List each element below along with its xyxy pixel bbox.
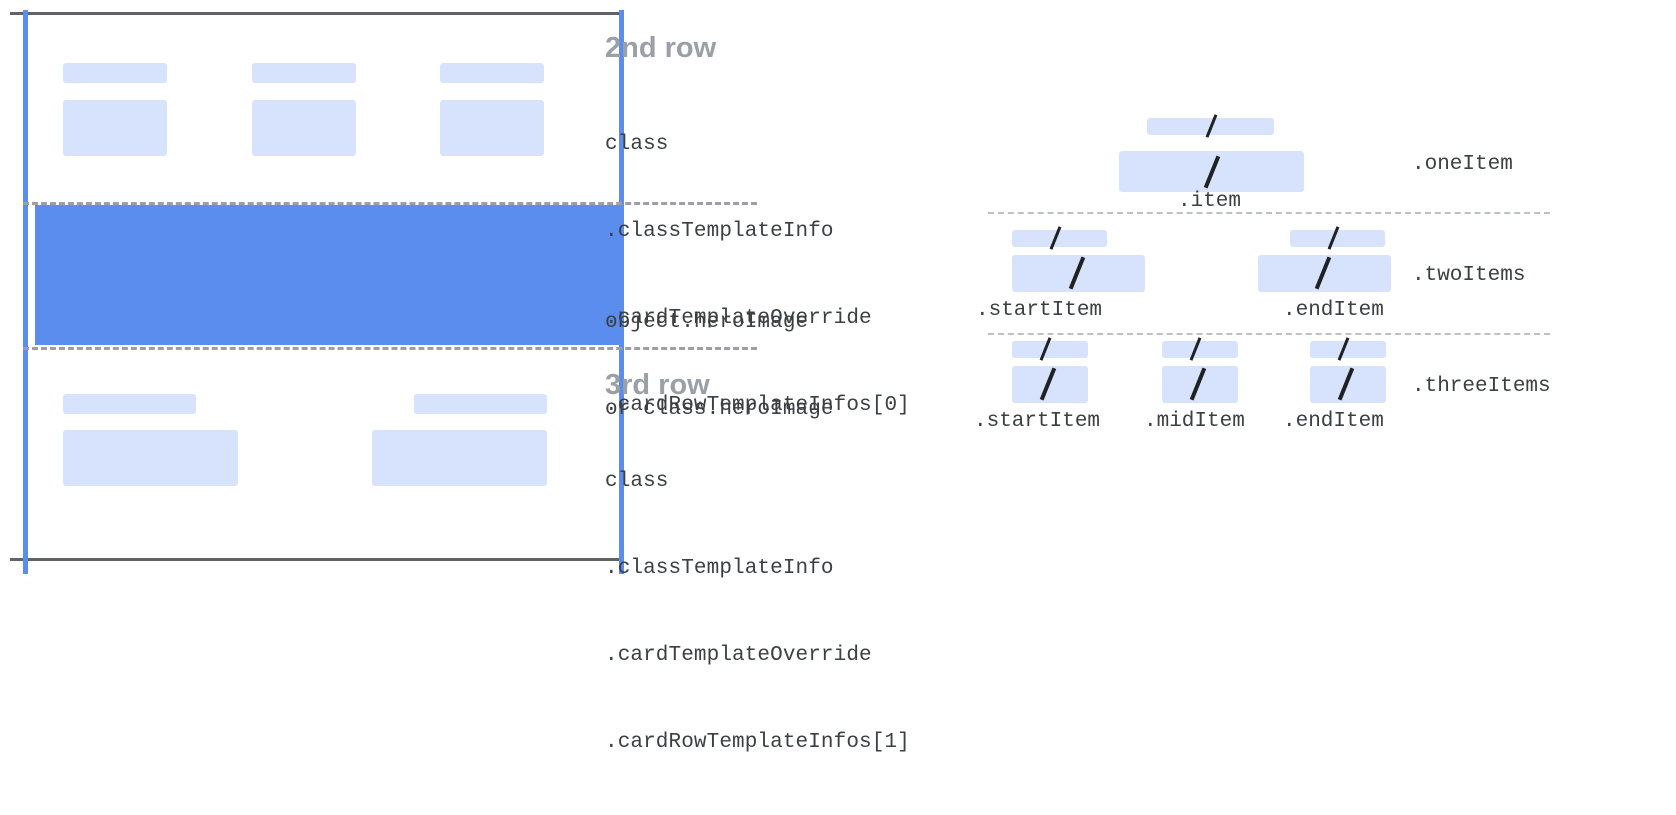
hero-image-code-line-1: object.heroImage [605,311,809,334]
third-row-code-line-3: .cardTemplateOverride [605,644,872,667]
three-items-start-label-chip [1012,341,1088,358]
card-bottom-border [10,558,624,561]
row1-col1-value-chip [63,100,167,156]
second-row-code: class .classTemplateInfo .cardTemplateOv… [605,72,910,478]
second-row-annotation: 2nd row class .classTemplateInfo .cardTe… [605,32,910,478]
divider-two-three-items [988,333,1550,335]
card-row-template-diagram [0,0,757,584]
row2-col1-label-chip [63,394,196,414]
second-row-title: 2nd row [605,32,717,64]
row1-col2-value-chip [252,100,356,156]
three-items-mid-caption: .midItem [1144,410,1245,433]
hero-image-annotation: object.heroImage or class.heroImage [605,250,834,482]
row2-col1-value-chip [63,430,238,486]
second-row-code-line-2: .classTemplateInfo [605,220,834,243]
two-items-start-caption: .startItem [976,299,1103,322]
hero-image-band [35,205,619,345]
row1-col1-label-chip [63,63,167,83]
two-items-group-label: .twoItems [1412,264,1526,287]
two-items-end-caption: .endItem [1283,299,1384,322]
second-row-code-line-4: .cardRowTemplateInfos[0] [605,394,910,417]
third-row-annotation: 3rd row class .classTemplateInfo .cardTe… [605,369,910,815]
row1-col2-label-chip [252,63,356,83]
three-items-start-caption: .startItem [974,410,1101,433]
divider-above-hero [23,202,757,205]
row1-col3-value-chip [440,100,544,156]
row2-col2-label-chip [414,394,547,414]
three-items-mid-label-chip [1162,341,1238,358]
row2-col2-value-chip [372,430,547,486]
row-item-layout-diagram: .item .oneItem .startItem .endItem .twoI… [974,0,1676,584]
hero-image-code: object.heroImage or class.heroImage [605,250,834,482]
second-row-code-line-1: class [605,133,669,156]
three-items-group-label: .threeItems [1412,375,1551,398]
third-row-code-line-2: .classTemplateInfo [605,557,834,580]
two-items-end-label-chip [1290,230,1385,247]
one-item-caption: .item [1178,190,1242,213]
divider-one-two-items [988,212,1550,214]
three-items-end-label-chip [1310,341,1386,358]
one-item-group-label: .oneItem [1412,153,1513,176]
hero-image-code-line-2: or class.heroImage [605,398,834,421]
two-items-start-label-chip [1012,230,1107,247]
second-row-code-line-3: .cardTemplateOverride [605,307,872,330]
card-right-guide [619,10,624,574]
third-row-code-line-4: .cardRowTemplateInfos[1] [605,731,910,754]
divider-below-hero [23,347,757,350]
card-top-border [10,12,624,15]
third-row-code: class .classTemplateInfo .cardTemplateOv… [605,409,910,815]
third-row-code-line-1: class [605,470,669,493]
card-left-guide [23,10,28,574]
three-items-end-caption: .endItem [1283,410,1384,433]
row1-col3-label-chip [440,63,544,83]
third-row-title: 3rd row [605,369,710,401]
